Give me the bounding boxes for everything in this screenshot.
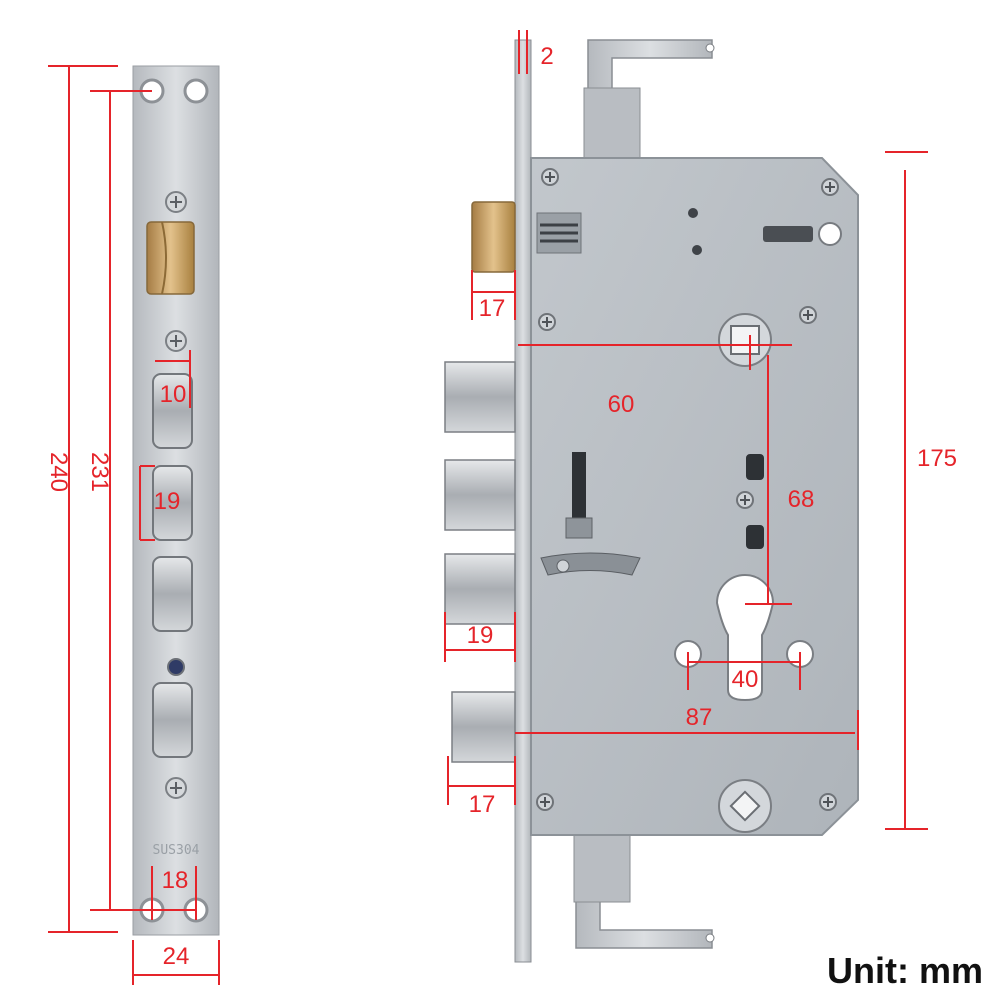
dim-bolt-projection: 19 bbox=[467, 622, 494, 649]
screw-icon bbox=[165, 191, 187, 213]
screw-icon bbox=[736, 491, 754, 509]
dim-cam-hole-spacing: 40 bbox=[732, 666, 759, 693]
unit-label: Unit: mm bbox=[827, 950, 983, 991]
sensor-icon bbox=[167, 658, 185, 676]
dim-body-depth: 87 bbox=[686, 704, 713, 731]
screw-icon bbox=[165, 777, 187, 799]
screw-icon bbox=[819, 793, 837, 811]
mount-hole-top-right bbox=[183, 78, 209, 104]
lock-case bbox=[530, 157, 859, 836]
dim-bolt-width: 19 bbox=[154, 488, 181, 515]
dim-front-thickness: 2 bbox=[540, 43, 553, 70]
dim-deadbolt-height: 10 bbox=[160, 381, 187, 408]
screw-icon bbox=[165, 330, 187, 352]
bolt-slot bbox=[152, 373, 193, 449]
dim-latch-projection: 17 bbox=[479, 295, 506, 322]
faceplate: SUS304 bbox=[132, 65, 220, 936]
deadbolt-2 bbox=[444, 459, 516, 531]
bolt-slot bbox=[152, 465, 193, 541]
dim-body-height: 175 bbox=[917, 445, 957, 472]
lock-body-assembly bbox=[444, 39, 859, 963]
screw-icon bbox=[799, 306, 817, 324]
dim-faceplate-width: 24 bbox=[163, 943, 190, 970]
dim-hole-spacing: 18 bbox=[162, 867, 189, 894]
screw-icon bbox=[536, 793, 554, 811]
dim-hole-span: 231 bbox=[86, 452, 113, 492]
screw-icon bbox=[821, 178, 839, 196]
latch-bolt bbox=[146, 221, 195, 295]
latch-bolt bbox=[471, 201, 516, 273]
deadbolt-1 bbox=[444, 361, 516, 433]
bolt-slot bbox=[152, 682, 193, 758]
dim-bottom-bolt-projection: 17 bbox=[469, 791, 496, 818]
deadbolt-4 bbox=[451, 691, 516, 763]
material-stamp: SUS304 bbox=[153, 843, 200, 858]
dim-backset: 60 bbox=[608, 391, 635, 418]
screw-icon bbox=[541, 168, 559, 186]
cylinder-hole bbox=[715, 573, 775, 702]
screw-icon bbox=[538, 313, 556, 331]
dim-faceplate-height: 240 bbox=[45, 452, 72, 492]
dimension-lines-faceplate bbox=[48, 65, 220, 985]
dim-cylinder-offset: 68 bbox=[788, 486, 815, 513]
bolt-slot bbox=[152, 556, 193, 632]
front-plate bbox=[514, 39, 532, 963]
deadbolt-3 bbox=[444, 553, 516, 625]
dimension-lines-body bbox=[444, 30, 928, 830]
